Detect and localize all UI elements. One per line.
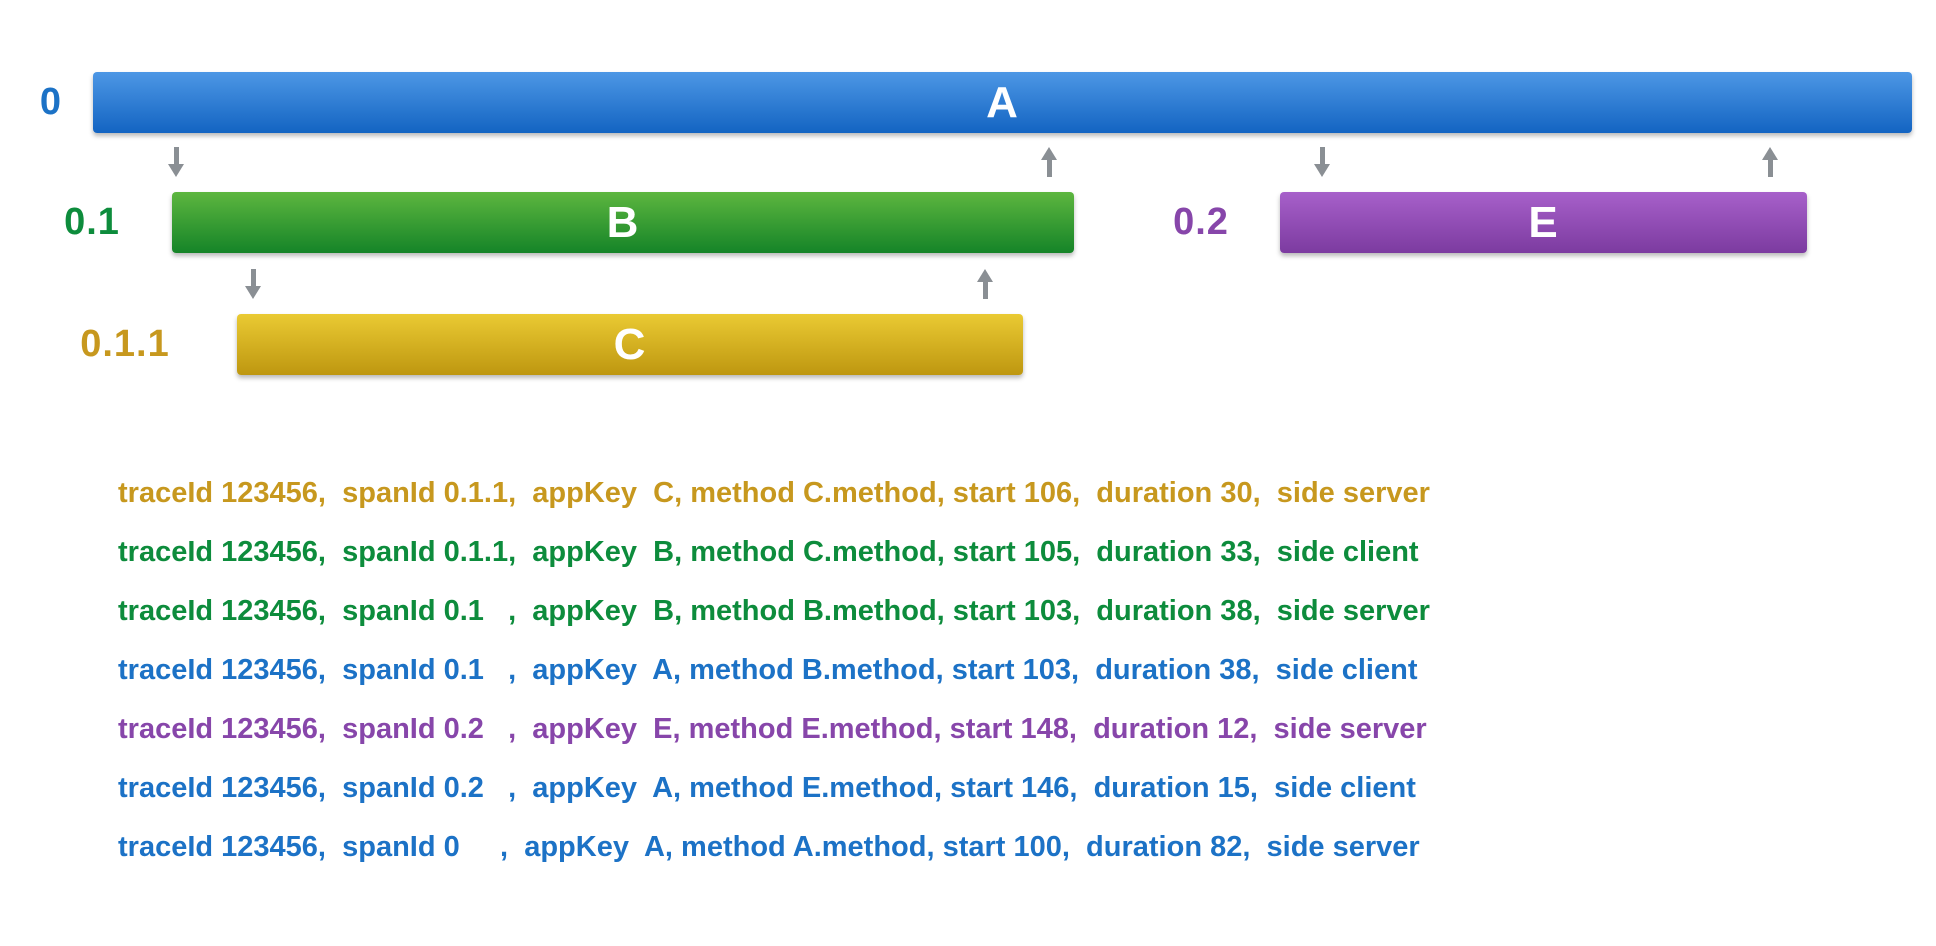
down-arrow-icon-call-e [1314,147,1330,177]
up-arrow-icon-return-c [977,269,993,299]
trace-log-line: traceId 123456, spanId 0.1 , appKey A, m… [118,654,1418,686]
arrow-head [1041,147,1057,160]
arrow-stem [1046,160,1052,177]
arrow-stem [250,269,256,286]
arrow-head [977,269,993,282]
down-arrow-icon-call-b [168,147,184,177]
span-bar-e-label: E [1528,197,1559,247]
trace-log-line: traceId 123456, spanId 0 , appKey A, met… [118,831,1420,863]
trace-log-line: traceId 123456, spanId 0.2 , appKey A, m… [118,772,1416,804]
arrow-stem [982,282,988,299]
arrow-stem [173,147,179,164]
span-bar-b-label: B [606,197,640,247]
span-bar-a-label: A [986,77,1019,127]
span-bar-a: A [93,72,1912,133]
up-arrow-icon-return-b [1041,147,1057,177]
span-bar-e: E [1280,192,1807,253]
up-arrow-icon-return-e [1762,147,1778,177]
arrow-head [168,164,184,177]
trace-log-line: traceId 123456, spanId 0.1.1, appKey C, … [118,477,1430,509]
span-bar-c: C [237,314,1023,375]
span-id-label-0-1-1: 0.1.1 [80,323,170,365]
span-id-label-0-1: 0.1 [64,201,120,243]
down-arrow-icon-call-c [245,269,261,299]
arrow-head [1314,164,1330,177]
span-bar-b: B [172,192,1074,253]
span-id-label-0: 0 [39,81,63,123]
arrow-stem [1767,160,1773,177]
arrow-head [245,286,261,299]
span-bar-c-label: C [613,319,647,369]
trace-log-line: traceId 123456, spanId 0.2 , appKey E, m… [118,713,1427,745]
arrow-head [1762,147,1778,160]
span-id-label-0-2: 0.2 [1173,201,1229,243]
trace-log-line: traceId 123456, spanId 0.1.1, appKey B, … [118,536,1419,568]
arrow-stem [1319,147,1325,164]
trace-log: traceId 123456, spanId 0.1.1, appKey C, … [118,464,1430,877]
trace-log-line: traceId 123456, spanId 0.1 , appKey B, m… [118,595,1430,627]
